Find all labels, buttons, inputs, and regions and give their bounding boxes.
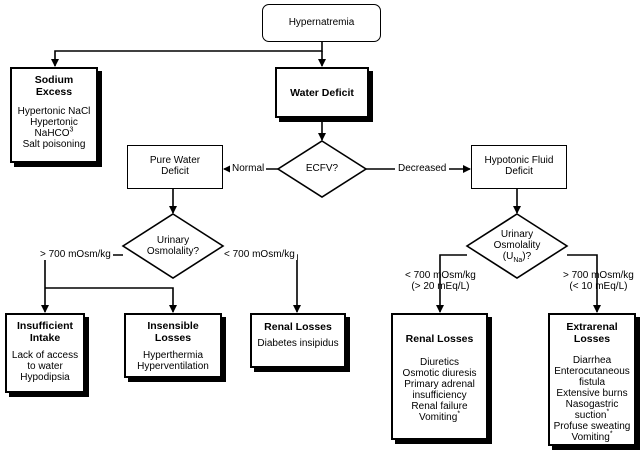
- urinary-left-diamond: [121, 213, 225, 279]
- insufficient-line: to water: [27, 361, 63, 372]
- insensible-line: Hyperthermia: [142, 350, 204, 361]
- edge-gt700-insufficient: [41, 254, 123, 313]
- suction-mark: *: [606, 408, 610, 416]
- insufficient-line: Lack of access: [11, 350, 79, 361]
- sodium-line: Hypertonic: [30, 117, 78, 128]
- extrarenal-suction: suction*: [550, 408, 634, 421]
- sodium-line: Salt poisoning: [22, 139, 86, 150]
- urinary-left-line: Urinary: [156, 235, 190, 246]
- hypotonic-fluid-deficit-node: Hypotonic Fluid Deficit: [471, 145, 567, 189]
- renal-losses-left-node: Renal Losses Diabetes insipidus: [250, 313, 346, 368]
- sodium-excess-node: Sodium Excess Hypertonic NaCl Hypertonic…: [10, 67, 98, 163]
- edge-right-lt-line: (> 20 mEq/L): [411, 281, 470, 292]
- water-deficit-title: Water Deficit: [290, 87, 354, 99]
- edge-lt700-text: < 700 mOsm/kg: [224, 249, 295, 260]
- hypernatremia-label: Hypernatremia: [288, 17, 355, 28]
- vomiting-mark: *: [457, 410, 461, 418]
- extrarenal-line: fistula: [578, 377, 606, 388]
- renal-losses-right-node: Renal Losses Diuretics Osmotic diuresis …: [391, 313, 488, 440]
- pure-water-line: Pure Water: [149, 155, 201, 166]
- urinary-right-line: Urinary: [500, 229, 534, 240]
- insensible-losses-node: Insensible Losses Hyperthermia Hypervent…: [124, 313, 222, 378]
- renal-left-title: Renal Losses: [264, 321, 332, 333]
- water-deficit-node: Water Deficit: [275, 67, 369, 118]
- edge-right-lt700: [436, 254, 467, 313]
- edge-lt700-renal: [223, 254, 301, 313]
- insufficient-title: Insufficient: [16, 320, 73, 332]
- edge-gt700-label: > 700 mOsm/kg: [38, 249, 113, 260]
- una-close: )?: [522, 251, 532, 262]
- edge-decreased-label: Decreased: [395, 163, 450, 174]
- una-open: (U: [502, 251, 514, 262]
- edge-normal-text: Normal: [232, 163, 265, 174]
- urinary-left-line: Osmolality?: [146, 246, 200, 257]
- insufficient-intake-node: Insufficient Intake Lack of access to wa…: [5, 313, 85, 393]
- renal-right-line: Primary adrenal: [404, 379, 475, 390]
- nahco-sup: 3: [69, 126, 74, 134]
- urinary-right-diamond: [465, 213, 569, 279]
- extrarenal-line: Enterocutaneous: [554, 366, 630, 377]
- edge-root-to-sodium: [51, 42, 323, 67]
- una-sub: Na: [513, 257, 523, 264]
- edge-right-gt-line: (< 10 mEq/L): [569, 281, 628, 292]
- nahco-text: NaHCO: [34, 128, 70, 139]
- insensible-title: Losses: [154, 332, 192, 344]
- sodium-line-nahco3: NaHCO3: [12, 126, 96, 139]
- edge-right-gt700-label: > 700 mOsm/kg (< 10 mEq/L): [563, 270, 634, 292]
- urinary-right-una: (UNa)?: [477, 251, 557, 264]
- suction-text: suction: [574, 410, 607, 421]
- ecfv-label: ECFV?: [292, 163, 352, 174]
- hypernatremia-node: Hypernatremia: [262, 4, 381, 42]
- hypotonic-line: Deficit: [505, 166, 533, 177]
- edge-right-lt700-label: < 700 mOsm/kg (> 20 mEq/L): [405, 270, 476, 292]
- edge-normal-label: Normal: [230, 163, 267, 174]
- vomiting-text: Vomiting: [418, 412, 458, 423]
- urinary-left-label: Urinary Osmolality?: [133, 235, 213, 257]
- renal-right-line: Renal failure: [411, 401, 468, 412]
- pure-water-line: Deficit: [161, 166, 189, 177]
- urinary-right-line: Osmolality: [493, 240, 541, 251]
- edge-gt700-insensible: [45, 287, 177, 313]
- edge-right-lt-line: < 700 mOsm/kg: [405, 270, 476, 281]
- insensible-line: Hyperventilation: [137, 361, 209, 372]
- extrarenal-line: Diarrhea: [572, 355, 612, 366]
- renal-right-line: Osmotic diuresis: [402, 368, 477, 379]
- ecfv-text: ECFV?: [305, 163, 339, 174]
- pure-water-deficit-node: Pure Water Deficit: [127, 145, 223, 189]
- insufficient-title: Intake: [29, 332, 61, 344]
- ecfv-diamond: [276, 140, 368, 198]
- extrarenal-line: Profuse sweating: [553, 421, 631, 432]
- insensible-title: Insensible: [147, 320, 199, 332]
- urinary-right-label: Urinary Osmolality (UNa)?: [477, 229, 557, 264]
- renal-right-line: insufficiency: [412, 390, 467, 401]
- insufficient-line: Hypodipsia: [20, 372, 70, 383]
- renal-right-title: Renal Losses: [405, 333, 474, 345]
- extrarenal-losses-node: Extrarenal Losses Diarrhea Enterocutaneo…: [548, 313, 636, 446]
- extrarenal-line: Extensive burns: [556, 388, 628, 399]
- edge-decreased-text: Decreased: [398, 163, 447, 174]
- sodium-line: Hypertonic NaCl: [17, 106, 91, 117]
- extrarenal-line: Nasogastric: [565, 399, 619, 410]
- renal-right-line: Diuretics: [420, 357, 459, 368]
- edge-right-gt-line: > 700 mOsm/kg: [563, 270, 634, 281]
- edge-right-gt700: [567, 254, 601, 313]
- extrarenal-vomiting: Vomiting*: [550, 430, 634, 443]
- extrarenal-title: Extrarenal: [566, 321, 618, 333]
- extrarenal-title: Losses: [573, 333, 611, 345]
- sodium-excess-title: Sodium Excess: [34, 74, 74, 98]
- hypotonic-line: Hypotonic Fluid: [484, 155, 554, 166]
- edge-gt700-text: > 700 mOsm/kg: [40, 249, 111, 260]
- vomiting-mark: *: [609, 430, 613, 438]
- renal-left-line: Diabetes insipidus: [257, 338, 339, 349]
- renal-right-vomiting: Vomiting*: [393, 410, 486, 423]
- vomiting-text: Vomiting: [571, 432, 610, 443]
- edge-lt700-label: < 700 mOsm/kg: [222, 249, 297, 260]
